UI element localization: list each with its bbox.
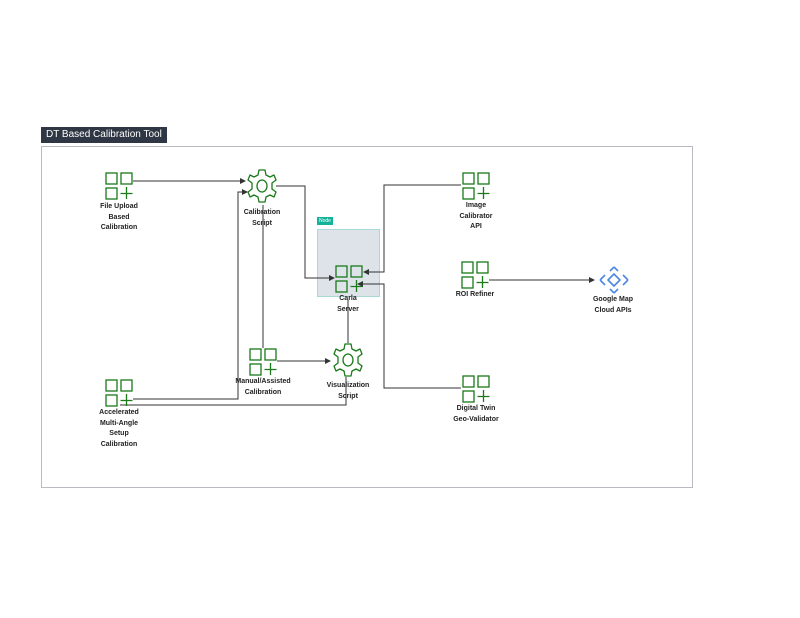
app-grid-icon[interactable] [105,379,133,407]
edge-imagecalibrator-carla [363,184,461,275]
node-label-google-map: Google Map Cloud APIs [592,296,634,314]
node-label-roi-refiner: ROI Refiner [455,291,495,298]
node-label-visualization-script: Visualization Script [326,382,370,400]
edge-digitaltwin-carla [357,281,461,389]
edge-accelerated-calibration [133,189,248,400]
gear-icon[interactable] [333,343,363,377]
app-grid-icon[interactable] [462,375,490,403]
node-label-digital-twin: Digital Twin Geo-Validator [453,405,499,423]
app-grid-icon[interactable] [335,265,363,293]
node-label-file-upload: File Upload Based Calibration [100,203,138,231]
app-grid-icon[interactable] [249,348,277,376]
edge-accelerated-visualization [120,377,347,406]
node-label-manual-assisted: Manual/Assisted Calibration [235,378,291,396]
node-group-tag: Node [317,217,333,225]
app-grid-icon[interactable] [105,172,133,200]
app-grid-icon[interactable] [461,261,489,289]
node-label-carla-server: Carla Server [337,295,359,313]
node-label-image-calibrator: Image Calibrator API [459,202,493,230]
app-grid-icon[interactable] [462,172,490,200]
diagram-title: DT Based Calibration Tool [41,127,167,143]
node-label-accelerated: Accelerated Multi-Angle Setup Calibratio… [99,409,139,448]
node-group-box [317,229,380,297]
edge-calibration-carla [276,185,335,281]
node-label-calibration-script: Calibration Script [243,209,281,227]
cloud-api-icon[interactable] [599,266,629,294]
diagram-frame [41,146,693,488]
gear-icon[interactable] [247,169,277,203]
